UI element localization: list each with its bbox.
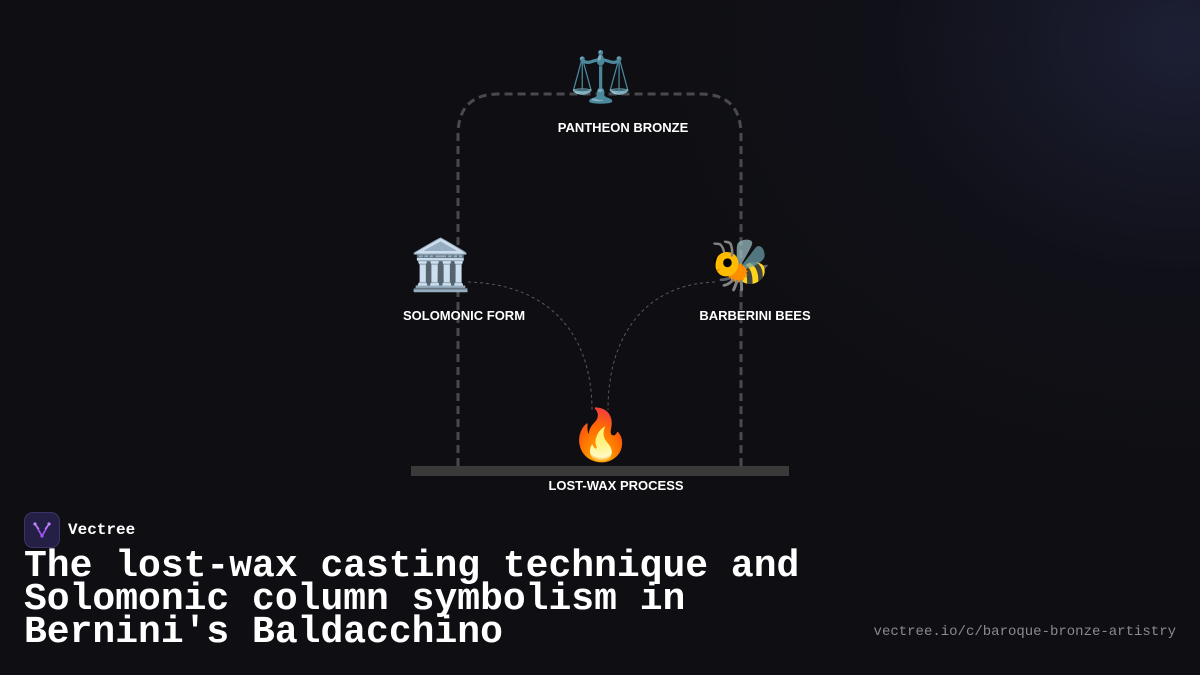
node-label-lost-wax-process: LOST-WAX PROCESS — [548, 478, 684, 493]
bee-icon: 🐝 — [709, 236, 773, 294]
node-label-barberini-bees: BARBERINI BEES — [699, 308, 811, 323]
fire-icon: 🔥 — [569, 406, 633, 464]
connector-right — [607, 281, 716, 411]
base-platform — [411, 466, 789, 476]
connector-left — [467, 281, 593, 411]
page-title: The lost-wax casting technique and Solom… — [24, 545, 800, 654]
brand-name: Vectree — [68, 521, 136, 539]
page-url: vectree.io/c/baroque-bronze-artistry — [873, 624, 1176, 640]
brand: Vectree — [24, 512, 135, 548]
classical-building-icon: 🏛️ — [409, 236, 473, 294]
vectree-logo-icon — [24, 512, 60, 548]
balance-scale-icon: ⚖️ — [569, 48, 633, 106]
node-label-solomonic-form: SOLOMONIC FORM — [402, 308, 526, 323]
baldacchino-frame — [456, 92, 743, 466]
node-label-pantheon-bronze: PANTHEON BRONZE — [557, 120, 689, 135]
